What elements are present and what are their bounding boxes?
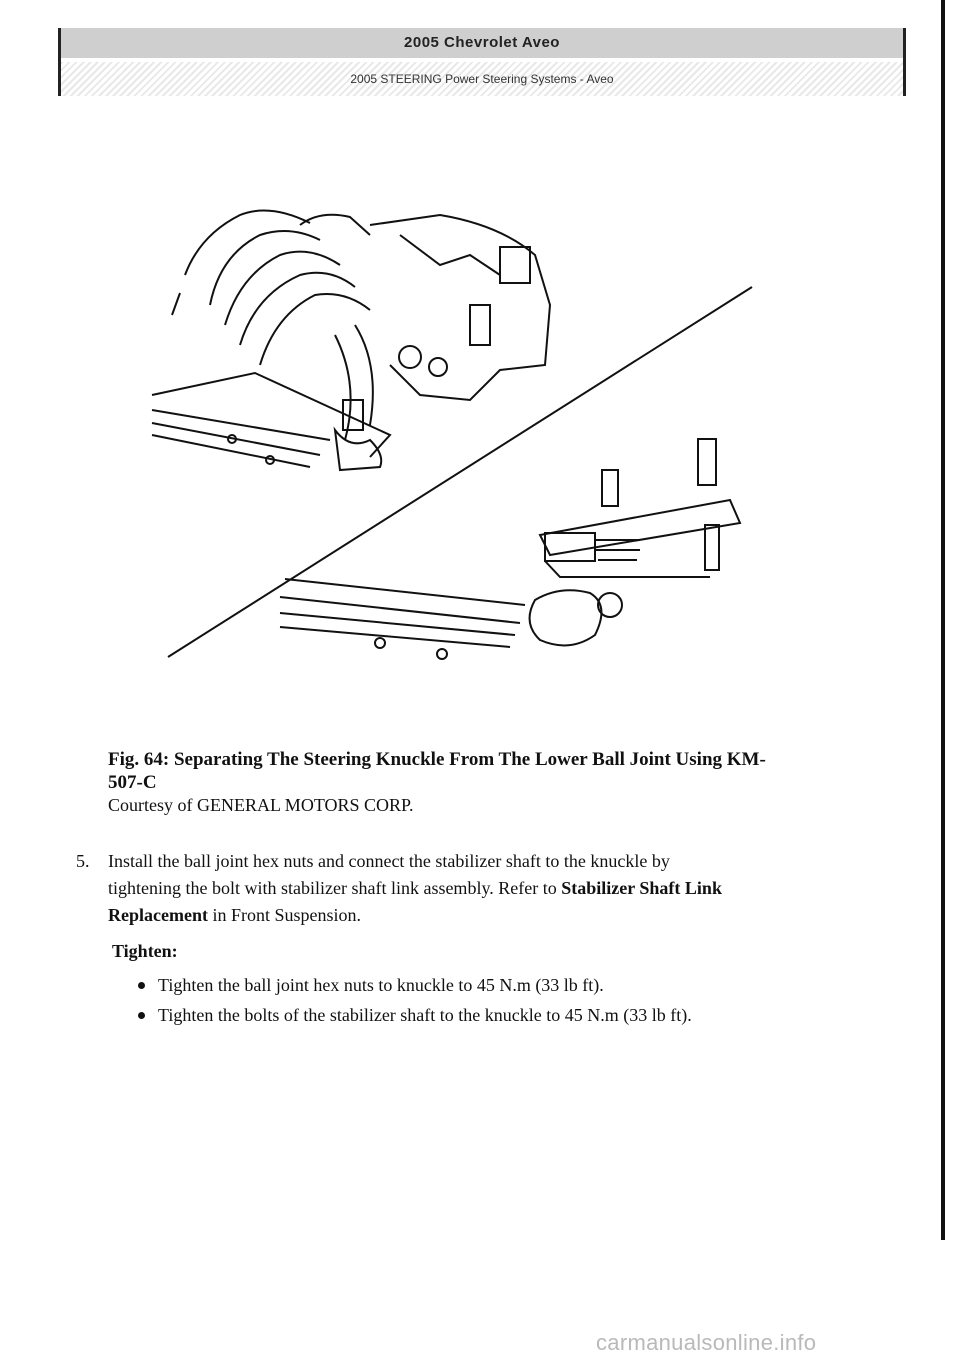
caption-line-2: 507-C (108, 772, 157, 793)
step-text-suffix: in Front Suspension. (207, 905, 361, 925)
lower-arm-upper-illustration (151, 371, 392, 468)
km-507-c-tool-illustration (538, 438, 742, 578)
tighten-list: Tighten the ball joint hex nuts to knuck… (138, 972, 898, 1032)
header-title: 2005 Chevrolet Aveo (61, 28, 903, 58)
header-frame-left (58, 28, 61, 96)
tighten-item-text: Tighten the ball joint hex nuts to knuck… (158, 975, 604, 995)
figure-caption: Fig. 64: Separating The Steering Knuckle… (108, 748, 898, 817)
header-frame-right (903, 28, 906, 96)
stabilizer-shaft-link-reference[interactable]: Stabilizer Shaft Link (561, 878, 722, 898)
page-right-rule (941, 0, 945, 1240)
step-text-line-2: tightening the bolt with stabilizer shaf… (108, 878, 562, 898)
header-subtitle: 2005 STEERING Power Steering Systems - A… (61, 62, 903, 96)
list-item: Tighten the ball joint hex nuts to knuck… (138, 972, 898, 1002)
lower-ball-joint-illustration (279, 578, 623, 660)
list-item: Tighten the bolts of the stabilizer shaf… (138, 1002, 898, 1032)
tighten-label: Tighten: (112, 941, 178, 961)
step-text-line-1: Install the ball joint hex nuts and conn… (108, 851, 670, 871)
page-header: 2005 Chevrolet Aveo 2005 STEERING Power … (61, 28, 903, 96)
step-text: Install the ball joint hex nuts and conn… (108, 848, 896, 929)
replacement-reference[interactable]: Replacement (108, 905, 208, 925)
caption-courtesy: Courtesy of GENERAL MOTORS CORP. (108, 795, 414, 815)
bullet-icon (138, 982, 145, 989)
steering-knuckle-figure (151, 209, 753, 660)
step-number: 5. (76, 851, 90, 871)
bullet-icon (138, 1012, 145, 1019)
step-5: 5. Install the ball joint hex nuts and c… (76, 848, 896, 929)
caption-line-1: Fig. 64: Separating The Steering Knuckle… (108, 749, 766, 770)
tighten-item-text: Tighten the bolts of the stabilizer shaf… (158, 1005, 692, 1025)
watermark: carmanualsonline.info (596, 1330, 817, 1355)
cv-boot-illustration (171, 209, 371, 366)
steering-knuckle-illustration (333, 213, 552, 472)
